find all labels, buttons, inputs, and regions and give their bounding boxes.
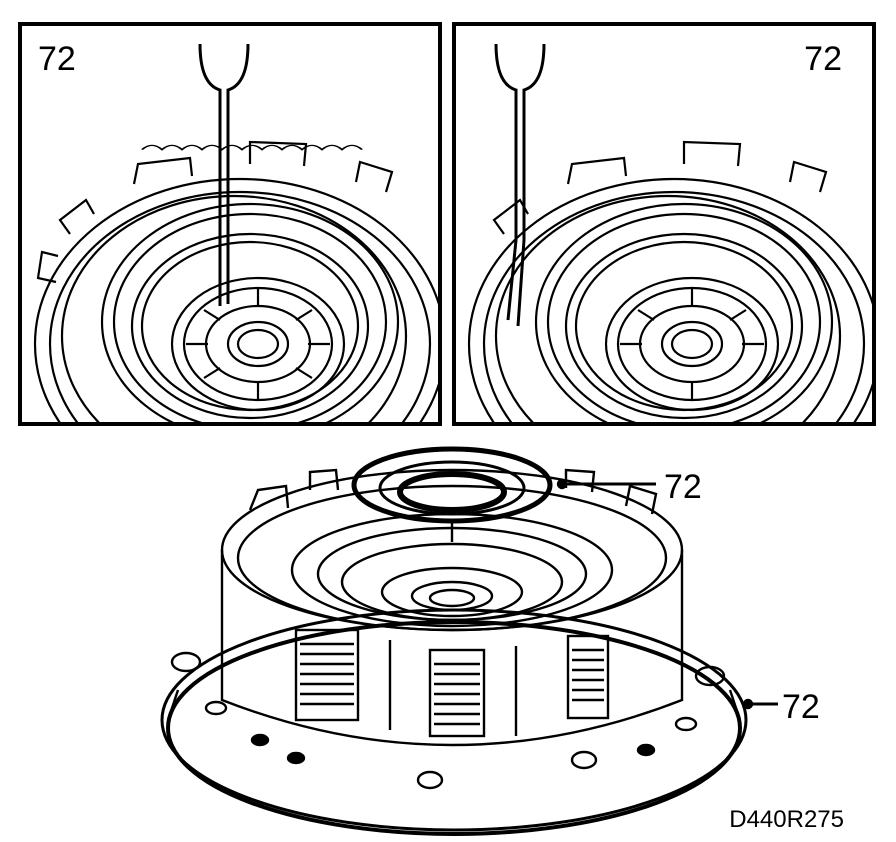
- callout-label: 72: [664, 468, 702, 506]
- figure-code: D440R275: [729, 806, 844, 833]
- panel-label: 72: [38, 40, 76, 78]
- clutch-housing-top-view-illustration: [467, 43, 872, 422]
- clutch-housing-top-view-illustration: [33, 43, 438, 422]
- inset-panel-right: 72: [452, 22, 876, 426]
- panel-label: 72: [804, 40, 842, 78]
- inset-panel-left: 72: [18, 22, 442, 426]
- clutch-assembly-illustration: [160, 446, 778, 836]
- callout-label: 72: [782, 688, 820, 726]
